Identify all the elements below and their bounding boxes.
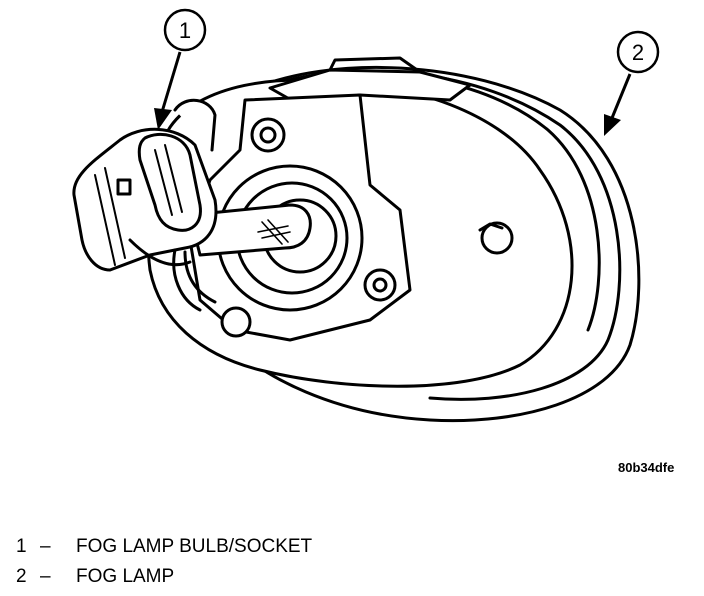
callout-1-number: 1	[179, 18, 191, 43]
mount-hole-bottom	[220, 306, 252, 338]
callout-2-arrowhead	[604, 114, 621, 136]
adjuster-screw	[480, 221, 514, 255]
figure-id: 80b34dfe	[618, 460, 675, 475]
callout-2: 2	[604, 30, 660, 136]
callout-2-number: 2	[632, 40, 644, 65]
mount-hole-right	[363, 268, 397, 302]
callout-1-circle	[163, 8, 207, 52]
callout-1-leader	[160, 51, 182, 113]
legend-dash: –	[40, 536, 51, 557]
legend-dash: –	[40, 566, 51, 587]
legend-label: FOG LAMP	[76, 566, 175, 587]
legend-item: 1 – FOG LAMP BULB/SOCKET	[16, 536, 312, 566]
legend-item: 2 – FOG LAMP	[16, 566, 312, 596]
legend-number: 2	[16, 566, 27, 587]
callout-2-circle	[616, 30, 660, 74]
callout-2-leader	[610, 73, 632, 119]
mount-hole-top	[250, 117, 286, 153]
callout-1-arrowhead	[154, 108, 172, 130]
legend-number: 1	[16, 536, 27, 557]
lamp-housing-outer	[213, 65, 641, 423]
callout-1: 1	[154, 8, 207, 130]
legend: 1 – FOG LAMP BULB/SOCKET 2 – FOG LAMP	[16, 536, 312, 596]
electrical-connector	[72, 127, 218, 272]
legend-label: FOG LAMP BULB/SOCKET	[76, 536, 313, 557]
